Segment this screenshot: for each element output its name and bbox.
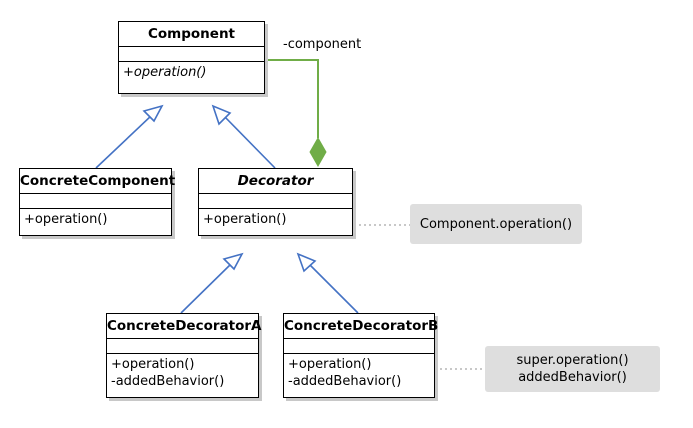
operation-item: -addedBehavior(): [288, 374, 402, 389]
attributes-compartment: [199, 193, 352, 208]
aggregation-diamond: [309, 136, 327, 168]
class-concrete-component[interactable]: ConcreteComponent +operation(): [19, 168, 176, 236]
class-name-concrete-decorator-a: ConcreteDecoratorA: [107, 318, 262, 334]
note-decorator-operation: Component.operation(): [410, 204, 582, 244]
inheritance-arrowhead-concrete-decorator-a: [222, 252, 244, 271]
operations-compartment: +operation() -addedBehavior(): [107, 353, 258, 393]
attributes-compartment: [284, 338, 434, 353]
operation-item: +operation(): [111, 357, 195, 372]
note-concrete-decorator-b-operation: super.operation() addedBehavior(): [485, 346, 660, 392]
operations-compartment: +operation(): [20, 208, 171, 231]
attributes-compartment: [119, 46, 264, 61]
class-name-concrete-component: ConcreteComponent: [20, 173, 176, 189]
class-component[interactable]: Component +operation(): [118, 21, 265, 94]
operation-item: +operation(): [288, 357, 372, 372]
operation-item: +operation(): [123, 65, 207, 80]
note-line: addedBehavior(): [518, 370, 627, 385]
inheritance-line-concrete-decorator-b: [307, 262, 359, 314]
aggregation-line: [265, 59, 319, 138]
note-line: Component.operation(): [419, 216, 573, 232]
operations-compartment: +operation() -addedBehavior(): [284, 353, 434, 393]
class-name-decorator: Decorator: [237, 173, 314, 189]
inheritance-line-decorator: [222, 114, 276, 169]
operation-item: +operation(): [203, 212, 287, 227]
inheritance-arrowhead-concrete-decorator-b: [296, 252, 317, 273]
note-line: super.operation(): [516, 353, 629, 368]
operations-compartment: +operation(): [119, 61, 264, 84]
class-name-concrete-decorator-b: ConcreteDecoratorB: [284, 318, 439, 334]
class-decorator[interactable]: Decorator +operation(): [198, 168, 353, 236]
operations-compartment: +operation(): [199, 208, 352, 231]
class-concrete-decorator-a[interactable]: ConcreteDecoratorA +operation() -addedBe…: [106, 313, 262, 398]
inheritance-arrowhead-concrete-component: [142, 104, 164, 123]
attributes-compartment: [20, 193, 171, 208]
attributes-compartment: [107, 338, 258, 353]
class-concrete-decorator-b[interactable]: ConcreteDecoratorB +operation() -addedBe…: [283, 313, 439, 398]
association-role-label: -component: [283, 37, 362, 52]
class-name-component: Component: [147, 26, 236, 42]
inheritance-line-concrete-component: [95, 114, 153, 169]
inheritance-arrowhead-decorator: [211, 104, 232, 126]
operation-item: +operation(): [24, 212, 108, 227]
inheritance-line-concrete-decorator-a: [180, 262, 233, 314]
operation-item: -addedBehavior(): [111, 374, 225, 389]
